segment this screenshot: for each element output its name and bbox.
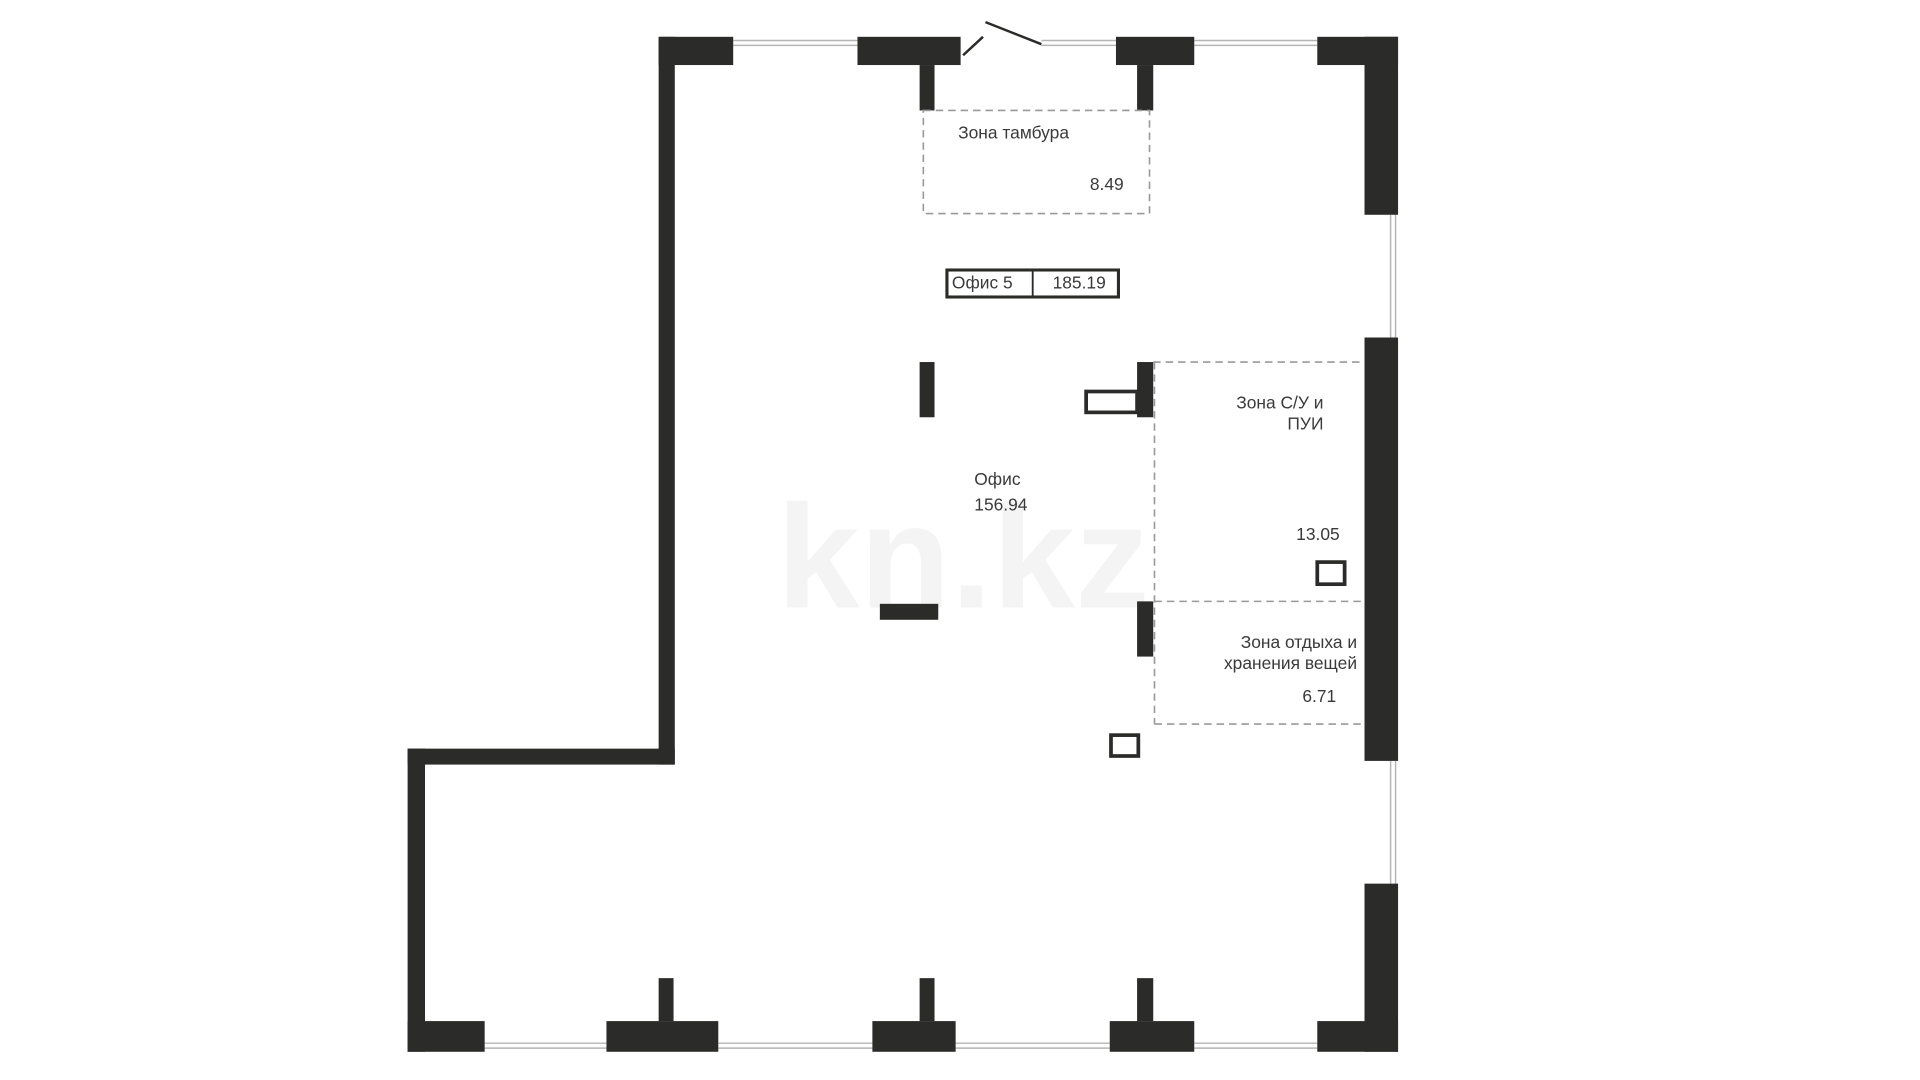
unit-name: Офис 5 — [952, 273, 1013, 293]
room-name-office: Офис — [974, 469, 1021, 489]
windows — [484, 39, 1397, 1049]
room-area-office: 156.94 — [974, 495, 1028, 515]
unit-label-box: Офис 5 185.19 — [945, 268, 1120, 299]
door — [962, 20, 1042, 57]
room-area-rest: 6.71 — [1302, 686, 1336, 706]
room-area-wc: 13.05 — [1296, 524, 1340, 544]
watermark: kn.kz — [777, 475, 1150, 639]
unit-area: 185.19 — [1053, 273, 1106, 293]
room-name-wc-1: Зона С/У и — [1236, 393, 1323, 413]
walls — [407, 36, 1399, 1052]
room-name-rest-1: Зона отдыха и — [1241, 632, 1357, 652]
zone-boundaries — [922, 109, 1365, 725]
room-name-tambur: Зона тамбура — [958, 123, 1069, 143]
room-name-wc-2: ПУИ — [1287, 414, 1323, 434]
room-area-tambur: 8.49 — [1090, 174, 1124, 194]
room-name-rest-2: хранения вещей — [1224, 653, 1357, 673]
